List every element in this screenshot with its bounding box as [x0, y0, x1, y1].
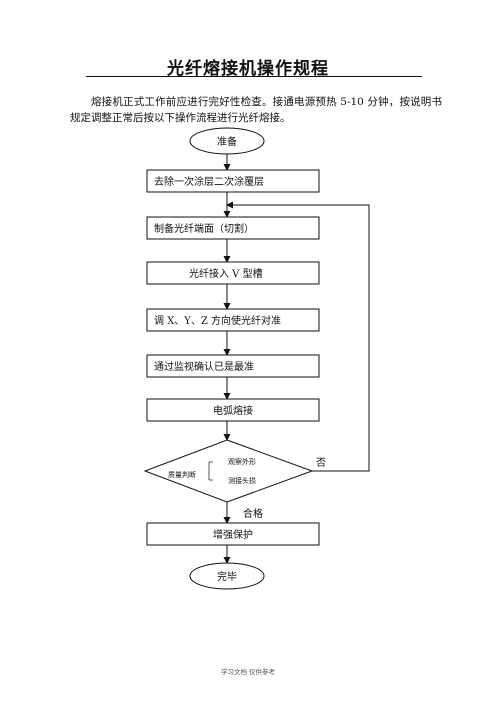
yes-label: 合格	[243, 507, 263, 520]
step-prepare-end-face-label: 制备光纤端面（切割）	[154, 222, 254, 235]
end-label: 完毕	[217, 570, 237, 583]
start-label: 准备	[217, 135, 237, 148]
step-remove-coating-label: 去除一次涂层二次涂覆层	[154, 175, 264, 188]
step-arc-fusion-label: 电弧熔接	[213, 404, 253, 417]
step-remove-coating	[146, 169, 320, 193]
step-confirm-monitor-label: 通过监视确认已是最准	[154, 360, 254, 373]
intro-paragraph: 熔接机正式工作前应进行完好性检查。接通电源预热 5-10 分钟，按说明书规定调整…	[70, 96, 442, 124]
title-underline	[86, 76, 422, 77]
step-align-xyz-label: 调 X、Y、Z 方向使光纤对准	[154, 314, 281, 327]
step-confirm-monitor	[146, 354, 320, 378]
page-title: 光纤熔接机操作规程	[167, 59, 329, 79]
step-prepare-end-face	[146, 216, 320, 240]
step-arc-fusion	[146, 398, 320, 422]
step-reinforce-protection-label: 增强保护	[213, 528, 253, 541]
step-align-xyz	[146, 308, 320, 332]
step-insert-v-groove-label: 光纤接入 V 型槽	[189, 267, 263, 280]
end-terminal	[189, 562, 265, 590]
connector-no-loop	[226, 201, 370, 472]
no-label: 否	[316, 457, 326, 469]
decision-check-loss: 测接头损	[228, 476, 256, 485]
step-insert-v-groove	[146, 261, 320, 285]
step-reinforce-protection	[146, 522, 320, 546]
decision-check-appearance: 观察外形	[228, 457, 256, 466]
decision-label: 质量判断	[168, 470, 196, 479]
page-footer: 学习文档 仅供参考	[220, 668, 276, 676]
